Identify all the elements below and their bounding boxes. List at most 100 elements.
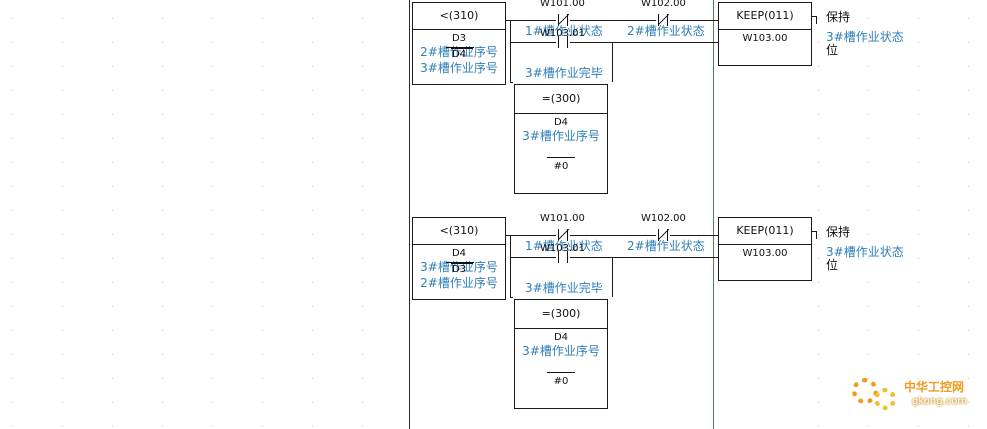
grid-dot bbox=[12, 90, 13, 91]
nc-contact-2[interactable] bbox=[656, 13, 670, 26]
grid-dot bbox=[12, 426, 13, 427]
grid-dot bbox=[868, 234, 869, 235]
grid-dot bbox=[918, 18, 919, 19]
keep-comment: 3#槽作业状态 bbox=[826, 245, 904, 259]
rung-wire bbox=[506, 235, 556, 236]
grid-dot bbox=[312, 258, 313, 259]
grid-dot bbox=[312, 282, 313, 283]
grid-dot bbox=[62, 258, 63, 259]
grid-dot bbox=[262, 186, 263, 187]
overline bbox=[446, 262, 474, 263]
contact-2-address: W102.00 bbox=[641, 213, 686, 224]
grid-dot bbox=[112, 66, 113, 67]
compare-operand-2-comment: 3#槽作业序号 bbox=[420, 61, 498, 75]
no-contact-3[interactable] bbox=[556, 36, 570, 48]
grid-dot bbox=[12, 138, 13, 139]
grid-dot bbox=[818, 138, 819, 139]
grid-dot bbox=[112, 234, 113, 235]
grid-dot bbox=[362, 42, 363, 43]
rung-end-tick bbox=[816, 16, 817, 24]
compare-operand-2-comment: 2#槽作业序号 bbox=[420, 276, 498, 290]
keep-block[interactable]: KEEP(011)W103.00 bbox=[718, 2, 812, 66]
grid-dot bbox=[162, 426, 163, 427]
grid-dot bbox=[162, 306, 163, 307]
nc-contact-1[interactable] bbox=[556, 228, 570, 241]
grid-dot bbox=[918, 66, 919, 67]
grid-dot bbox=[262, 234, 263, 235]
grid-dot bbox=[918, 402, 919, 403]
keep-block[interactable]: KEEP(011)W103.00 bbox=[718, 217, 812, 281]
rung-wire bbox=[506, 20, 556, 21]
no-contact-3[interactable] bbox=[556, 251, 570, 263]
branch-wire bbox=[510, 297, 513, 298]
rung-end-tick bbox=[812, 231, 816, 232]
grid-dot bbox=[12, 378, 13, 379]
compare-operand-1: D4 bbox=[451, 248, 467, 259]
grid-dot bbox=[312, 210, 313, 211]
grid-dot bbox=[62, 426, 63, 427]
compare-operand-2: D3 bbox=[451, 264, 467, 275]
grid-dot bbox=[868, 42, 869, 43]
overline bbox=[451, 48, 473, 49]
grid-dot bbox=[112, 18, 113, 19]
grid-dot bbox=[62, 234, 63, 235]
grid-dot bbox=[262, 306, 263, 307]
overline bbox=[547, 157, 575, 158]
contact-3-comment: 3#槽作业完毕 bbox=[525, 66, 603, 80]
grid-dot bbox=[362, 258, 363, 259]
branch-wire bbox=[510, 235, 511, 297]
grid-dot bbox=[262, 114, 263, 115]
grid-dot bbox=[162, 330, 163, 331]
compare-operand-1-comment: 2#槽作业序号 bbox=[420, 45, 498, 59]
grid-dot bbox=[212, 42, 213, 43]
grid-dot bbox=[162, 162, 163, 163]
grid-dot bbox=[968, 90, 969, 91]
grid-dot bbox=[362, 282, 363, 283]
grid-dot bbox=[112, 162, 113, 163]
equal-title: =(300) bbox=[515, 85, 607, 114]
nc-contact-2[interactable] bbox=[656, 228, 670, 241]
grid-dot bbox=[362, 306, 363, 307]
grid-dot bbox=[212, 378, 213, 379]
grid-dot bbox=[112, 354, 113, 355]
grid-dot bbox=[12, 282, 13, 283]
grid-dot bbox=[112, 138, 113, 139]
grid-dot bbox=[968, 210, 969, 211]
grid-dot bbox=[868, 90, 869, 91]
keep-label: 保持 bbox=[826, 225, 851, 239]
grid-dot bbox=[162, 282, 163, 283]
grid-dot bbox=[818, 426, 819, 427]
nc-contact-1[interactable] bbox=[556, 13, 570, 26]
grid-dot bbox=[868, 114, 869, 115]
grid-dot bbox=[312, 234, 313, 235]
grid-dot bbox=[212, 258, 213, 259]
contact-2-address: W102.00 bbox=[641, 0, 686, 9]
grid-dot bbox=[112, 210, 113, 211]
grid-dot bbox=[868, 306, 869, 307]
grid-dot bbox=[312, 42, 313, 43]
compare-title: <(310) bbox=[413, 218, 505, 245]
grid-dot bbox=[362, 18, 363, 19]
equal-operand-1-comment: 3#槽作业序号 bbox=[522, 129, 600, 143]
keep-operand: W103.00 bbox=[742, 248, 788, 259]
grid-dot bbox=[312, 90, 313, 91]
grid-dot bbox=[112, 378, 113, 379]
equal-operand-1-comment: 3#槽作业序号 bbox=[522, 344, 600, 358]
keep-comment-2: 位 bbox=[826, 43, 839, 57]
grid-dot bbox=[968, 162, 969, 163]
grid-dot bbox=[212, 282, 213, 283]
grid-dot bbox=[12, 114, 13, 115]
grid-dot bbox=[918, 306, 919, 307]
grid-dot bbox=[12, 18, 13, 19]
grid-dot bbox=[362, 378, 363, 379]
grid-dot bbox=[968, 18, 969, 19]
grid-dot bbox=[212, 234, 213, 235]
grid-dot bbox=[312, 138, 313, 139]
grid-dot bbox=[62, 114, 63, 115]
grid-dot bbox=[162, 378, 163, 379]
grid-dot bbox=[868, 258, 869, 259]
